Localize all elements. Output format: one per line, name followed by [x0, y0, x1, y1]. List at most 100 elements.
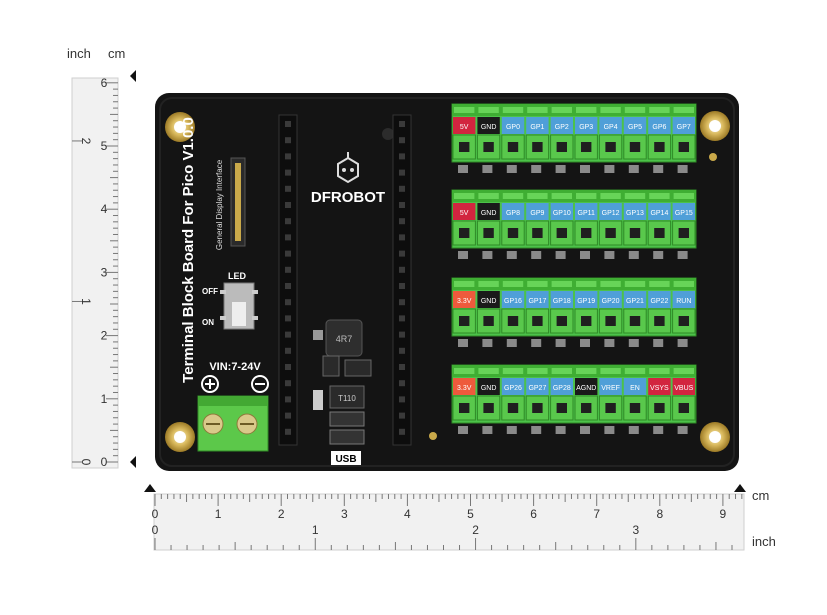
terminal-pin-gp5[interactable]: GP5 — [623, 107, 647, 173]
terminal-pin-gp20[interactable]: GP20 — [598, 281, 623, 347]
horizontal-ruler-cm-label: 7 — [593, 507, 600, 521]
terminal-pin-vsys[interactable]: VSYS — [647, 368, 672, 434]
svg-text:T110: T110 — [338, 394, 356, 403]
led-switch[interactable] — [220, 282, 258, 330]
led-off-label: OFF — [202, 287, 218, 296]
terminal-pin-gp14[interactable]: GP14 — [647, 193, 672, 259]
terminal-pin-agnd[interactable]: AGND — [574, 368, 598, 434]
svg-text:GP8: GP8 — [506, 210, 520, 217]
pico-header-right — [392, 114, 412, 446]
usb-label-box: USB — [331, 451, 361, 465]
horizontal-ruler-cm-label: 9 — [720, 507, 727, 521]
svg-text:GP18: GP18 — [553, 298, 571, 305]
svg-text:GP28: GP28 — [553, 385, 571, 392]
terminal-pin-vref[interactable]: VREF — [598, 368, 623, 434]
svg-text:VSYS: VSYS — [650, 385, 669, 392]
terminal-pin-run[interactable]: RUN — [672, 281, 696, 347]
horizontal-ruler-cm-label: 2 — [278, 507, 285, 521]
horizontal-ruler-cm-label: 5 — [467, 507, 474, 521]
vertical-ruler-cm-label: 0 — [101, 455, 108, 469]
svg-text:GP10: GP10 — [553, 210, 571, 217]
svg-text:3.3V: 3.3V — [457, 298, 472, 305]
terminal-pin-gp9[interactable]: GP9 — [525, 193, 550, 259]
power-terminal-block[interactable] — [197, 395, 269, 452]
terminal-pin-gp10[interactable]: GP10 — [550, 193, 574, 259]
terminal-pin-gp18[interactable]: GP18 — [550, 281, 574, 347]
horizontal-ruler-inch-label: 1 — [312, 523, 319, 537]
terminal-pin-gp1[interactable]: GP1 — [525, 107, 550, 173]
terminal-pin-5v[interactable]: 5V — [452, 107, 476, 173]
svg-text:GP4: GP4 — [604, 124, 618, 131]
terminal-pin-gp28[interactable]: GP28 — [550, 368, 574, 434]
vertical-ruler-cm-label: 2 — [101, 329, 108, 343]
terminal-pin-gp3[interactable]: GP3 — [574, 107, 598, 173]
vertical-ruler-cm-label: 3 — [101, 265, 108, 279]
svg-text:GP22: GP22 — [650, 298, 668, 305]
horizontal-ruler-cm-label: 8 — [656, 507, 663, 521]
svg-text:USB: USB — [335, 454, 356, 465]
terminal-pin-gp0[interactable]: GP0 — [501, 107, 525, 173]
mounting-hole-top-left — [165, 112, 195, 142]
terminal-pin-gp11[interactable]: GP11 — [574, 193, 598, 259]
display-interface-label: General Display Interface — [215, 159, 224, 250]
mounting-hole-bottom-left — [165, 422, 195, 452]
svg-text:GND: GND — [481, 298, 497, 305]
svg-text:GP7: GP7 — [677, 124, 691, 131]
terminal-pin-vbus[interactable]: VBUS — [672, 368, 696, 434]
terminal-pin-gp21[interactable]: GP21 — [623, 281, 647, 347]
terminal-pin-gp15[interactable]: GP15 — [672, 193, 696, 259]
horizontal-ruler-inch-unit: inch — [752, 534, 776, 549]
svg-text:GP19: GP19 — [577, 298, 595, 305]
terminal-pin-33v[interactable]: 3.3V — [452, 281, 476, 347]
terminal-pin-5v[interactable]: 5V — [452, 193, 476, 259]
horizontal-ruler-inch-label: 2 — [472, 523, 479, 537]
vertical-ruler-inch-label: 2 — [79, 138, 93, 145]
terminal-pin-gnd[interactable]: GND — [476, 281, 501, 347]
terminal-pin-en[interactable]: EN — [623, 368, 647, 434]
pico-header-left — [278, 114, 298, 446]
terminal-pin-gp12[interactable]: GP12 — [598, 193, 623, 259]
terminal-pin-gp16[interactable]: GP16 — [501, 281, 525, 347]
svg-text:GP5: GP5 — [628, 124, 642, 131]
terminal-pin-gp27[interactable]: GP27 — [525, 368, 550, 434]
led-on-label: ON — [202, 318, 214, 327]
vertical-ruler-inch-label: 1 — [79, 298, 93, 305]
terminal-pin-gp2[interactable]: GP2 — [550, 107, 574, 173]
terminal-pin-gnd[interactable]: GND — [476, 107, 501, 173]
svg-text:5V: 5V — [460, 210, 469, 217]
svg-text:3.3V: 3.3V — [457, 385, 472, 392]
svg-text:GP6: GP6 — [652, 124, 666, 131]
terminal-pin-gp8[interactable]: GP8 — [501, 193, 525, 259]
vertical-ruler-cm-label: 1 — [101, 392, 108, 406]
svg-text:VREF: VREF — [601, 385, 620, 392]
terminal-pin-gp4[interactable]: GP4 — [598, 107, 623, 173]
svg-text:GP11: GP11 — [578, 210, 595, 217]
terminal-pin-gp13[interactable]: GP13 — [623, 193, 647, 259]
terminal-pin-gp17[interactable]: GP17 — [525, 281, 550, 347]
vin-minus-icon — [251, 375, 269, 393]
terminal-pin-gp26[interactable]: GP26 — [501, 368, 525, 434]
vertical-ruler-cm-label: 5 — [101, 139, 108, 153]
terminal-pin-gnd[interactable]: GND — [476, 193, 501, 259]
svg-text:GP12: GP12 — [602, 210, 620, 217]
svg-text:GP17: GP17 — [528, 298, 546, 305]
mounting-hole-top-right — [700, 111, 730, 141]
board-title: Terminal Block Board For Pico V1.0.0 — [180, 117, 197, 383]
svg-text:GP21: GP21 — [626, 298, 644, 305]
terminal-pin-gnd[interactable]: GND — [476, 368, 501, 434]
mounting-hole-bottom-right — [700, 422, 730, 452]
svg-text:RUN: RUN — [676, 298, 691, 305]
terminal-pin-gp22[interactable]: GP22 — [647, 281, 672, 347]
terminal-pin-gp19[interactable]: GP19 — [574, 281, 598, 347]
terminal-pin-gp6[interactable]: GP6 — [647, 107, 672, 173]
svg-text:GND: GND — [481, 210, 497, 217]
horizontal-ruler-cm-label: 3 — [341, 507, 348, 521]
horizontal-ruler-cm-label: 1 — [215, 507, 222, 521]
terminal-pin-gp7[interactable]: GP7 — [672, 107, 696, 173]
svg-text:GP26: GP26 — [504, 385, 522, 392]
terminal-pin-33v[interactable]: 3.3V — [452, 368, 476, 434]
